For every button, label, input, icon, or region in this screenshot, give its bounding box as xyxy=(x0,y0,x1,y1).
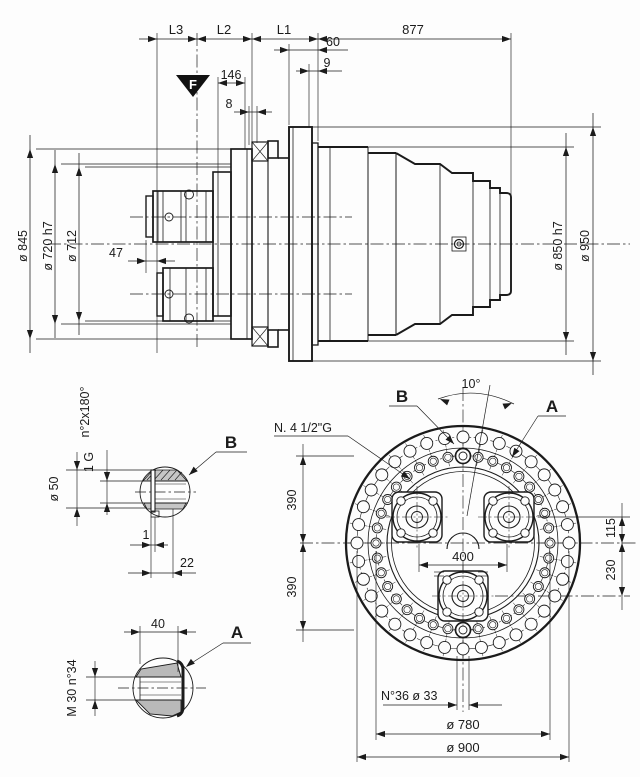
dim-47: 47 xyxy=(109,246,123,260)
dim-850h7: ø 850 h7 xyxy=(551,221,565,270)
detail-a-label: A xyxy=(231,623,243,642)
dim-877: 877 xyxy=(402,22,424,37)
note-ports: N. 4 1/2"G xyxy=(274,421,332,435)
dim-1: 1 xyxy=(143,528,150,542)
dim-400: 400 xyxy=(452,549,474,564)
housing-outline xyxy=(212,126,512,362)
dim-40: 40 xyxy=(151,617,165,631)
note-1g: 1 G xyxy=(82,452,96,472)
view-flag-f: F xyxy=(176,75,210,97)
extension-lines xyxy=(36,33,601,362)
detail-b: n°2x180° 1 G ø 50 1 22 B xyxy=(47,386,247,578)
dim-L2: L2 xyxy=(217,22,231,37)
detail-b-label: B xyxy=(225,433,237,452)
dim-720h7: ø 720 h7 xyxy=(41,221,55,270)
front-dim-lines xyxy=(274,384,630,762)
dim-60: 60 xyxy=(326,35,340,49)
dim-712: ø 712 xyxy=(65,230,79,262)
side-view: F L3 L2 L1 877 60 9 146 8 47 ø 845 ø 720… xyxy=(16,22,630,375)
dim-10deg: 10° xyxy=(462,377,481,391)
front-view: 10° B A N. 4 1/2"G 390 390 400 115 230 N… xyxy=(274,377,636,762)
dim-390-lower: 390 xyxy=(285,577,299,598)
centerlines xyxy=(48,33,630,350)
dim-9: 9 xyxy=(324,56,331,70)
dim-390-upper: 390 xyxy=(285,490,299,511)
dim-o50: ø 50 xyxy=(47,476,61,501)
dim-115: 115 xyxy=(604,518,618,538)
dim-L3: L3 xyxy=(169,22,183,37)
dim-845: ø 845 xyxy=(16,230,30,262)
front-label-b: B xyxy=(396,387,408,406)
dimension-arrowheads xyxy=(26,35,626,761)
dim-L1: L1 xyxy=(277,22,291,37)
center-notch xyxy=(446,532,480,550)
dim-m30: M 30 n°34 xyxy=(65,659,79,716)
dim-950: ø 950 xyxy=(578,230,592,262)
view-flag-label: F xyxy=(189,77,197,92)
dim-o780: ø 780 xyxy=(446,717,479,732)
dim-8: 8 xyxy=(226,97,233,111)
dim-22: 22 xyxy=(180,556,194,570)
dim-146: 146 xyxy=(221,68,242,82)
dim-n36-o33: N°36 ø 33 xyxy=(381,689,437,703)
view-flag-triangle xyxy=(176,75,210,97)
detail-a: 40 M 30 n°34 A xyxy=(65,617,251,719)
spline-hubs xyxy=(145,189,214,324)
front-label-a: A xyxy=(546,397,558,416)
note-2x180: n°2x180° xyxy=(78,386,92,437)
dim-o900: ø 900 xyxy=(446,740,479,755)
dim-230: 230 xyxy=(604,560,618,581)
bolt-holes xyxy=(348,428,578,658)
